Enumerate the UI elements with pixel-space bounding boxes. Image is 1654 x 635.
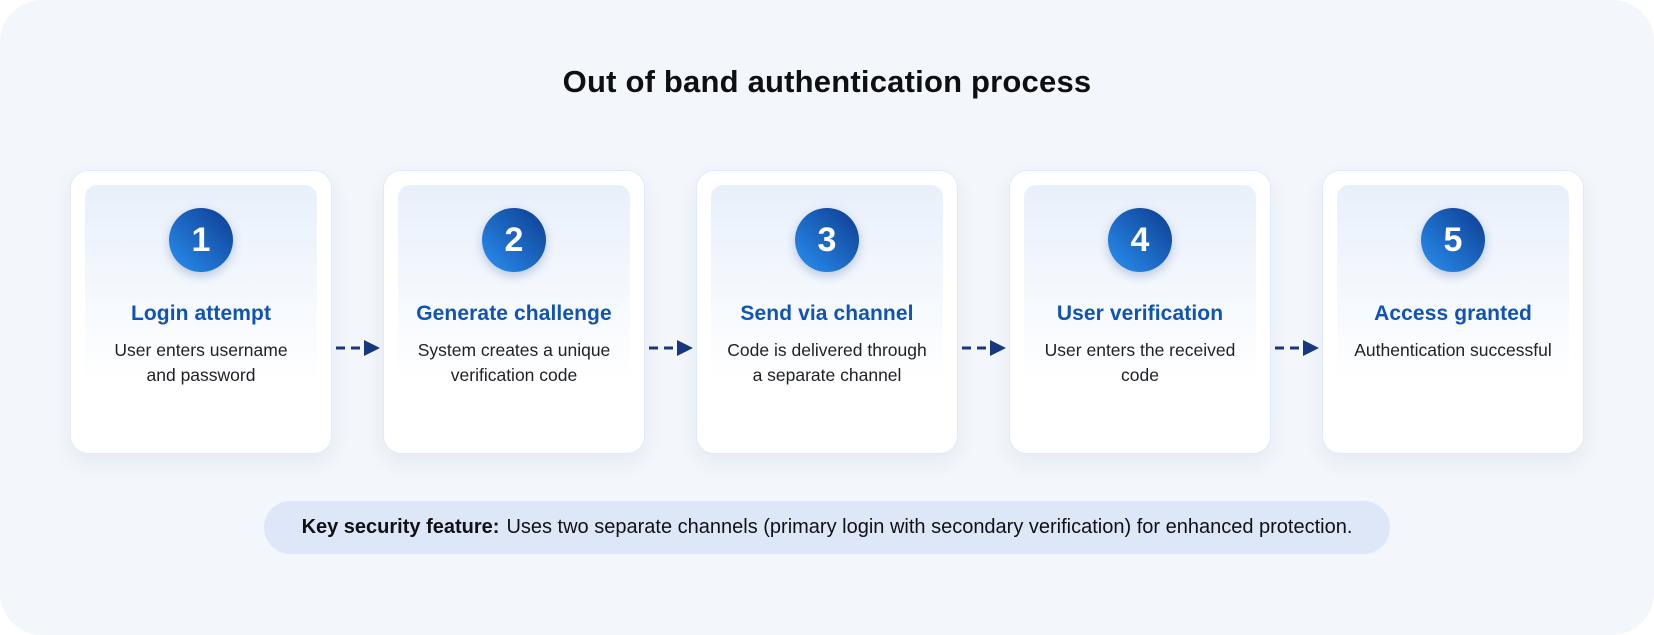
step-card-3: 3 Send via channel Code is delivered thr… bbox=[696, 170, 958, 454]
process-flow: 1 Login attempt User enters username and… bbox=[0, 170, 1654, 454]
step-description: Authentication successful bbox=[1354, 340, 1552, 360]
key-security-note: Key security feature: Uses two separate c… bbox=[263, 501, 1391, 554]
step-title: Access granted bbox=[1374, 302, 1532, 325]
step-card-inner: 3 Send via channel Code is delivered thr… bbox=[711, 185, 943, 439]
step-title: User verification bbox=[1056, 302, 1224, 325]
step-number-badge: 4 bbox=[1108, 208, 1172, 272]
step-card-inner: 1 Login attempt User enters username and… bbox=[85, 185, 317, 439]
dashed-arrow-right-icon bbox=[961, 340, 1006, 356]
step-description: User enters the received code bbox=[1044, 340, 1236, 385]
step-card-2: 2 Generate challenge System creates a un… bbox=[383, 170, 645, 454]
step-card-inner: 2 Generate challenge System creates a un… bbox=[398, 185, 630, 439]
step-number-badge: 5 bbox=[1421, 208, 1485, 272]
note-lead-label: Key security feature: bbox=[301, 516, 500, 538]
step-number-badge: 1 bbox=[169, 208, 233, 272]
flow-arrow-cell bbox=[332, 170, 383, 454]
dashed-arrow-right-icon bbox=[1274, 340, 1319, 356]
step-description: System creates a unique verification cod… bbox=[417, 340, 611, 385]
note-text: Uses two separate channels (primary logi… bbox=[506, 516, 1353, 538]
flow-arrow-cell bbox=[1271, 170, 1322, 454]
step-number-badge: 3 bbox=[795, 208, 859, 272]
flow-arrow-cell bbox=[645, 170, 696, 454]
step-title: Send via channel bbox=[740, 302, 914, 325]
dashed-arrow-right-icon bbox=[335, 340, 380, 356]
step-card-inner: 4 User verification User enters the rece… bbox=[1024, 185, 1256, 439]
step-description: User enters username and password bbox=[114, 340, 288, 385]
page-title: Out of band authentication process bbox=[562, 64, 1092, 99]
step-card-4: 4 User verification User enters the rece… bbox=[1009, 170, 1271, 454]
step-card-1: 1 Login attempt User enters username and… bbox=[70, 170, 332, 454]
flow-arrow-cell bbox=[958, 170, 1009, 454]
step-card-inner: 5 Access granted Authentication successf… bbox=[1337, 185, 1569, 439]
step-title: Generate challenge bbox=[416, 302, 612, 325]
step-number-badge: 2 bbox=[482, 208, 546, 272]
step-title: Login attempt bbox=[130, 302, 272, 325]
step-description: Code is delivered through a separate cha… bbox=[727, 340, 927, 385]
step-card-5: 5 Access granted Authentication successf… bbox=[1322, 170, 1584, 454]
dashed-arrow-right-icon bbox=[648, 340, 693, 356]
